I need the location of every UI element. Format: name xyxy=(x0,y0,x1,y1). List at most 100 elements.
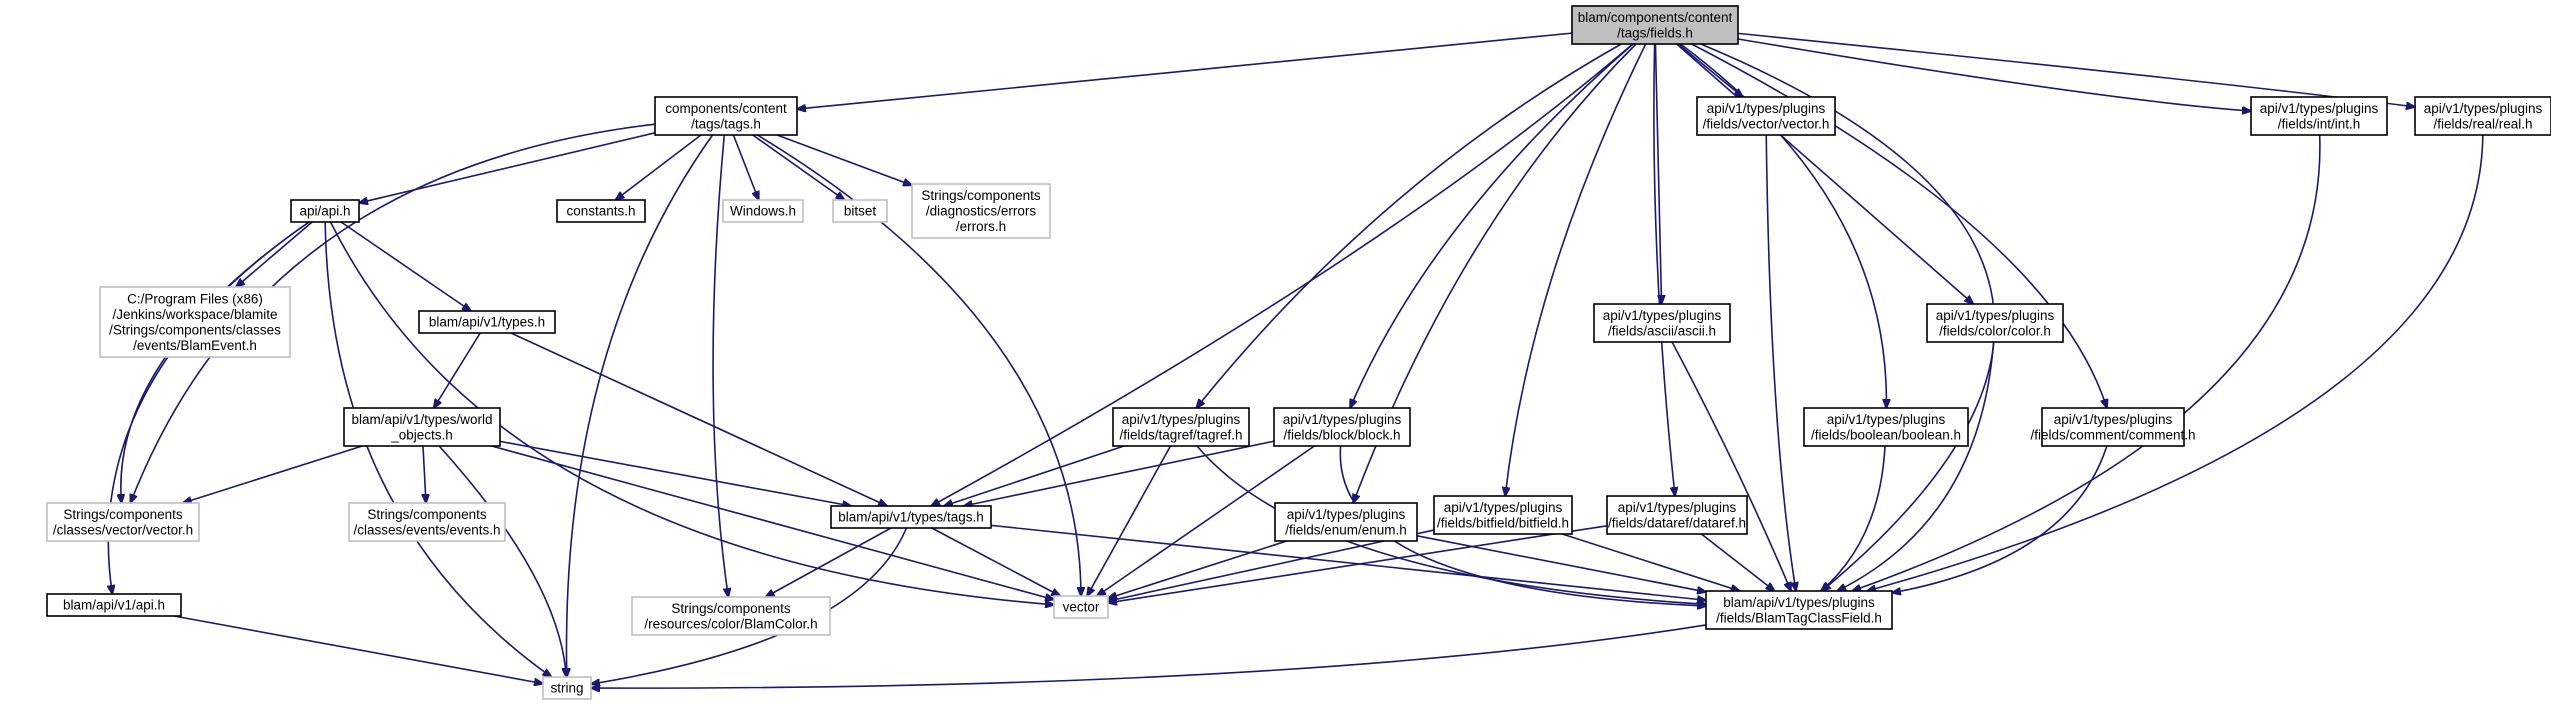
node-color[interactable]: api/v1/types/plugins/fields/color/color.… xyxy=(1926,303,2064,343)
edge-tags_h-to-bitset xyxy=(752,134,845,200)
node-intf[interactable]: api/v1/types/plugins/fields/int/int.h xyxy=(2250,96,2388,136)
edge-enum-to-btcf xyxy=(1416,535,1706,592)
edge-root-to-ascii xyxy=(1654,43,1661,304)
node-block[interactable]: api/v1/types/plugins/fields/block/block.… xyxy=(1273,407,1411,447)
node-dataref[interactable]: api/v1/types/plugins/fields/dataref/data… xyxy=(1606,495,1748,535)
edge-btcf-to-string xyxy=(591,624,1707,688)
node-blamevent: C:/Program Files (x86)/Jenkins/workspace… xyxy=(99,286,291,358)
node-label-line: /fields/block/block.h xyxy=(1283,427,1400,442)
node-label-line: /classes/vector/vector.h xyxy=(53,522,193,537)
node-comment[interactable]: api/v1/types/plugins/fields/comment/comm… xyxy=(2030,407,2196,447)
node-types_h[interactable]: blam/api/v1/types.h xyxy=(418,310,556,334)
node-label-line: api/v1/types/plugins xyxy=(1283,412,1402,427)
node-label-line: components/content xyxy=(665,101,787,116)
node-boolean[interactable]: api/v1/types/plugins/fields/boolean/bool… xyxy=(1803,407,1969,447)
edge-tags_h-to-constants xyxy=(615,134,702,200)
edge-api_h-to-types_h xyxy=(340,221,471,311)
node-world_objects[interactable]: blam/api/v1/types/world_objects.h xyxy=(343,407,501,447)
node-constants[interactable]: constants.h xyxy=(556,199,646,223)
edge-world_objects-to-string xyxy=(438,445,566,677)
node-label-line: /fields/color/color.h xyxy=(1939,323,2051,338)
edge-types_tags-to-btcf xyxy=(990,524,1706,600)
node-api_v1_api[interactable]: blam/api/v1/api.h xyxy=(46,593,182,617)
edge-world_objects-to-vector_h xyxy=(183,445,363,503)
node-box xyxy=(542,676,592,700)
node-vector: vector xyxy=(1053,595,1109,619)
node-label-line: Strings/components xyxy=(63,507,183,522)
edge-root-to-block xyxy=(1350,43,1634,408)
edge-root-to-comment xyxy=(1691,43,2107,408)
node-label-line: /Strings/components/classes xyxy=(109,322,281,337)
node-label-line: api/v1/types/plugins xyxy=(1618,500,1737,515)
node-box xyxy=(1112,407,1250,447)
node-label-line: /fields/BlamTagClassField.h xyxy=(1716,610,1882,625)
edge-intf-to-btcf xyxy=(1852,134,2321,591)
node-label-line: /errors.h xyxy=(956,219,1006,234)
edge-root-to-tagref xyxy=(1196,43,1622,408)
node-bitfield[interactable]: api/v1/types/plugins/fields/bitfield/bit… xyxy=(1433,495,1573,535)
node-box xyxy=(343,407,501,447)
edge-tags_h-to-errors xyxy=(776,134,912,185)
node-enum[interactable]: api/v1/types/plugins/fields/enum/enum.h xyxy=(1274,502,1418,542)
node-types_tags[interactable]: blam/api/v1/types/tags.h xyxy=(830,505,992,529)
node-label-line: bitset xyxy=(844,204,877,219)
node-label-line: api/v1/types/plugins xyxy=(1287,507,1406,522)
node-box xyxy=(1593,303,1731,343)
node-label-line: /fields/tagref/tagref.h xyxy=(1119,427,1242,442)
edge-block-to-vector xyxy=(1097,445,1315,596)
node-tags_h[interactable]: components/content/tags/tags.h xyxy=(654,96,798,136)
node-box xyxy=(99,286,291,358)
node-blamcolor: Strings/components/resources/color/BlamC… xyxy=(631,596,831,636)
node-box xyxy=(1274,502,1418,542)
node-label-line: /fields/ascii/ascii.h xyxy=(1608,323,1716,338)
node-box xyxy=(2414,96,2551,136)
node-ascii[interactable]: api/v1/types/plugins/fields/ascii/ascii.… xyxy=(1593,303,1731,343)
node-label-line: api/v1/types/plugins xyxy=(1122,412,1241,427)
node-label-line: api/v1/types/plugins xyxy=(2054,412,2173,427)
edge-ascii-to-btcf xyxy=(1671,341,1791,591)
edge-tagref-to-types_tags xyxy=(944,445,1125,506)
node-vecfield[interactable]: api/v1/types/plugins/fields/vector/vecto… xyxy=(1696,96,1836,136)
node-tagref[interactable]: api/v1/types/plugins/fields/tagref/tagre… xyxy=(1112,407,1250,447)
node-label-line: /tags/fields.h xyxy=(1617,25,1693,40)
node-label-line: /fields/real/real.h xyxy=(2433,116,2532,131)
node-bitset: bitset xyxy=(832,199,888,223)
node-box xyxy=(830,505,992,529)
node-label-line: api/v1/types/plugins xyxy=(1707,101,1826,116)
edge-root-to-realf xyxy=(1737,32,2415,107)
node-box xyxy=(1053,595,1109,619)
node-box xyxy=(1273,407,1411,447)
node-box xyxy=(1696,96,1836,136)
edge-types_h-to-types_tags xyxy=(510,332,887,506)
edge-bitfield-to-btcf xyxy=(1561,533,1740,591)
node-label-line: /fields/dataref/dataref.h xyxy=(1608,515,1746,530)
edge-api_v1_api-to-string xyxy=(173,615,543,684)
node-root[interactable]: blam/components/content/tags/fields.h xyxy=(1571,5,1739,45)
node-label-line: Strings/components xyxy=(367,507,487,522)
node-btcf[interactable]: blam/api/v1/types/plugins/fields/BlamTag… xyxy=(1705,590,1893,630)
node-box xyxy=(418,310,556,334)
node-api_h[interactable]: api/api.h xyxy=(290,199,360,223)
node-realf[interactable]: api/v1/types/plugins/fields/real/real.h xyxy=(2414,96,2551,136)
edge-vecfield-to-btcf xyxy=(1765,134,1796,591)
node-label-line: _objects.h xyxy=(390,427,453,442)
node-label-line: constants.h xyxy=(566,204,635,219)
edge-world_objects-to-vector xyxy=(491,445,1054,600)
edge-root-to-bitfield xyxy=(1505,43,1647,496)
node-label-line: blam/components/content xyxy=(1578,10,1733,25)
node-box xyxy=(2250,96,2388,136)
node-label-line: /Jenkins/workspace/blamite xyxy=(112,307,277,322)
node-box xyxy=(1571,5,1739,45)
node-box xyxy=(832,199,888,223)
node-label-line: Windows.h xyxy=(730,204,796,219)
edge-world_objects-to-types_tags xyxy=(499,440,851,506)
node-vector_h: Strings/components/classes/vector/vector… xyxy=(46,502,200,542)
node-string: string xyxy=(542,676,592,700)
edge-bitfield-to-vector xyxy=(1108,529,1435,601)
edge-comment-to-btcf xyxy=(1892,445,2108,593)
node-box xyxy=(46,502,200,542)
node-box xyxy=(348,502,506,542)
node-box xyxy=(911,183,1051,239)
node-label-line: /events/BlamEvent.h xyxy=(133,338,257,353)
node-label-line: /fields/vector/vector.h xyxy=(1703,116,1830,131)
